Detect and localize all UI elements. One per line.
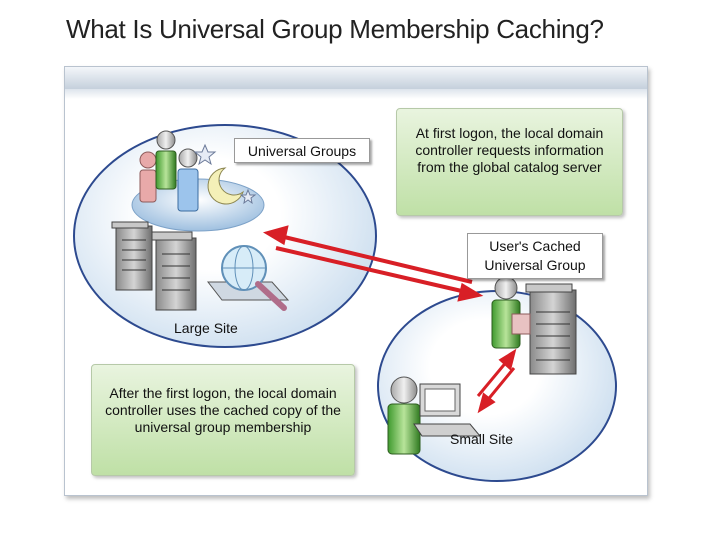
small-site-label: Small Site — [450, 431, 514, 447]
first-logon-note: At first logon, the local domain control… — [396, 108, 623, 216]
global-catalog-icon — [206, 245, 290, 311]
page-title: What Is Universal Group Membership Cachi… — [66, 14, 604, 44]
panel-header-shade — [65, 89, 647, 99]
workstation-icon — [413, 383, 482, 437]
universal-groups-label: Universal Groups — [234, 138, 370, 163]
panel-header-bar — [65, 67, 647, 89]
star-icon — [193, 143, 217, 166]
universal-group-people-icon — [139, 130, 199, 212]
small-site-user-icon — [387, 376, 421, 455]
replication-arrows — [262, 225, 484, 302]
star-icon-small — [239, 188, 257, 205]
users-cached-universal-group-label: User's Cached Universal Group — [467, 233, 603, 279]
large-site-label: Large Site — [174, 320, 238, 336]
global-catalog-servers-icon — [111, 221, 197, 311]
cached-user-icon — [491, 276, 531, 349]
after-logon-note: After the first logon, the local domain … — [91, 364, 355, 476]
local-domain-controller-icon — [525, 283, 577, 375]
moon-icon — [207, 167, 245, 205]
local-arrows — [476, 348, 517, 414]
